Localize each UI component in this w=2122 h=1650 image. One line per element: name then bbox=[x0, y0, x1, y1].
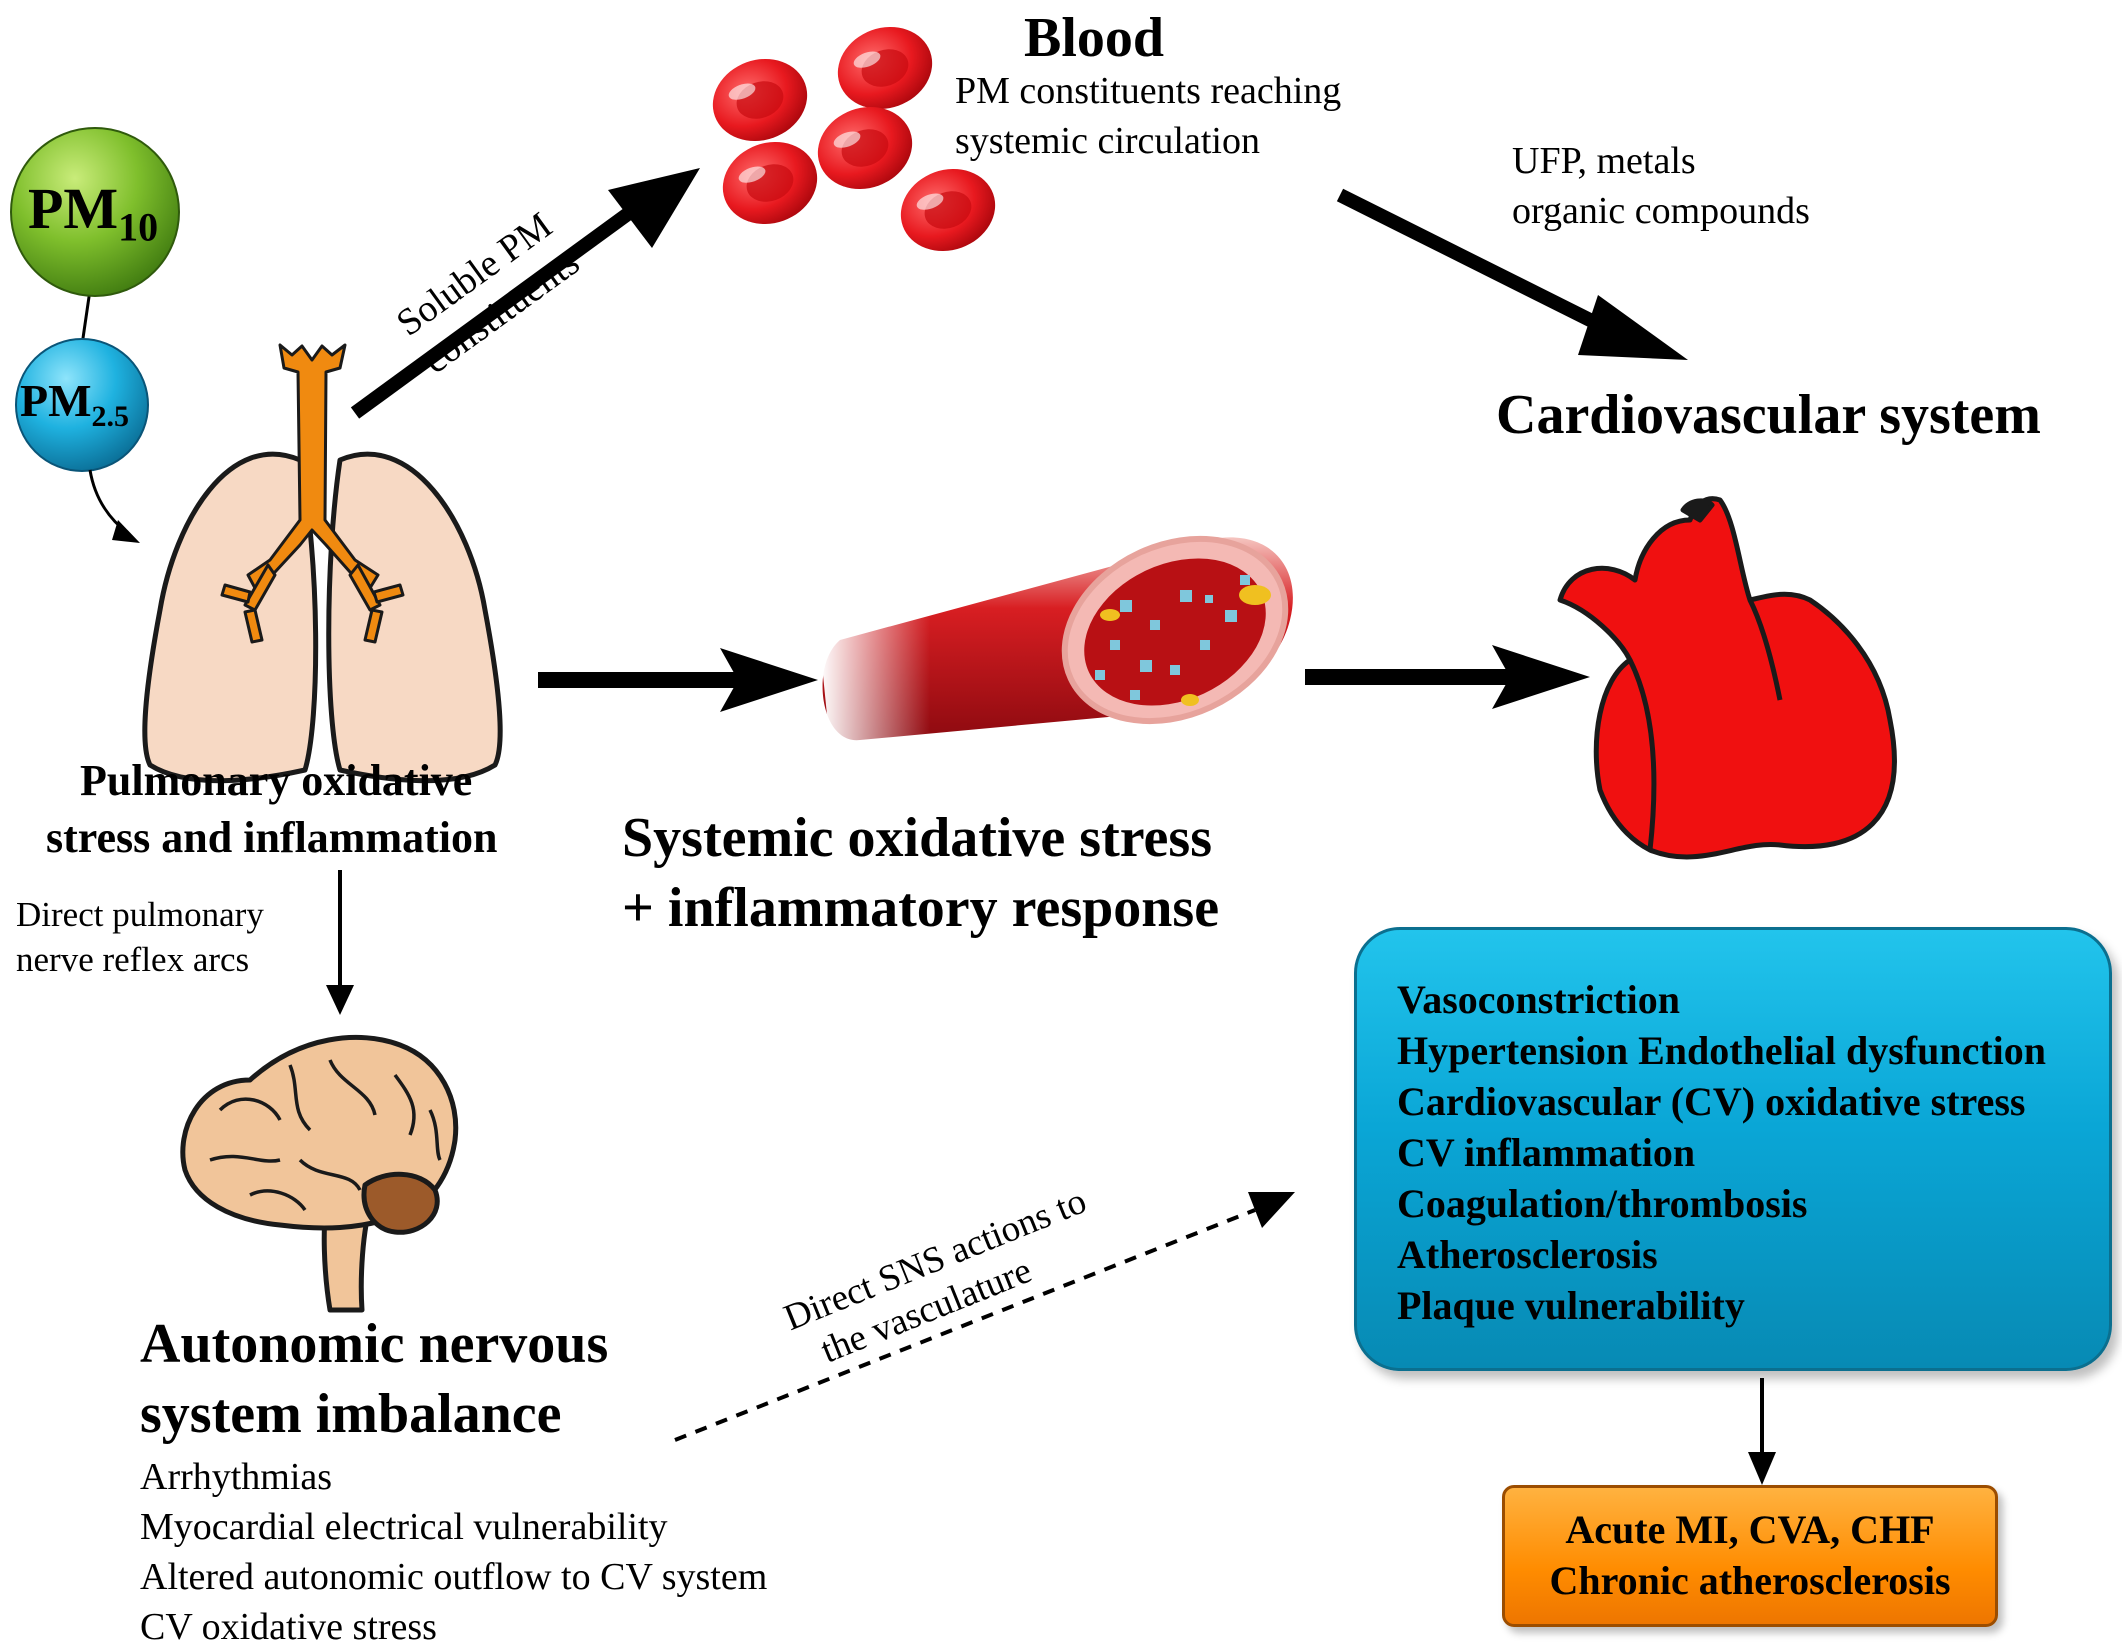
red-blood-cell-icon bbox=[837, 26, 933, 110]
pm25-sub: 2.5 bbox=[91, 400, 130, 434]
autonomic-effect: Myocardial electrical vulnerability bbox=[140, 1506, 668, 1548]
pm10-label: PM10 bbox=[28, 176, 158, 251]
pm25-particle-icon bbox=[15, 338, 149, 472]
blood-desc-line1: PM constituents reaching bbox=[955, 70, 1342, 112]
cv-effects-list: Vasoconstriction Hypertension Endothelia… bbox=[1357, 930, 2109, 1331]
cv-effect-item: Cardiovascular (CV) oxidative stress bbox=[1397, 1079, 2026, 1124]
systemic-line1: Systemic oxidative stress bbox=[622, 807, 1212, 869]
cv-effect-item: Plaque vulnerability bbox=[1397, 1283, 1745, 1328]
pm25-label: PM2.5 bbox=[20, 375, 129, 435]
pm10-particle-icon bbox=[10, 127, 180, 297]
cv-effects-box: Vasoconstriction Hypertension Endothelia… bbox=[1354, 927, 2112, 1371]
cv-effect-item: Coagulation/thrombosis bbox=[1397, 1181, 1808, 1226]
blood-vessel-icon bbox=[820, 535, 1293, 745]
brain-icon bbox=[180, 1034, 459, 1313]
cv-effect-item: Hypertension Endothelial dysfunction bbox=[1397, 1028, 2047, 1073]
cv-effect-item: Vasoconstriction bbox=[1397, 977, 1680, 1022]
red-blood-cell-icon bbox=[817, 106, 913, 190]
cv-effect-item: CV inflammation bbox=[1397, 1130, 1696, 1175]
arrow-blood-to-cardiovascular bbox=[1336, 188, 1624, 342]
arrow-lungs-to-blood bbox=[350, 199, 645, 419]
autonomic-effect: Arrhythmias bbox=[140, 1456, 333, 1498]
cardiovascular-title: Cardiovascular system bbox=[1496, 384, 2041, 446]
lungs-icon bbox=[142, 343, 503, 784]
reflex-line1: Direct pulmonary bbox=[16, 895, 264, 934]
autonomic-title-line2: system imbalance bbox=[140, 1383, 562, 1445]
ufp-line1: UFP, metals bbox=[1512, 140, 1696, 182]
arrows bbox=[326, 168, 1776, 1485]
outcomes-box: Acute MI, CVA, CHF Chronic atheroscleros… bbox=[1502, 1485, 1998, 1627]
heart-icon bbox=[1557, 496, 1897, 860]
cv-effect-item: Atherosclerosis bbox=[1397, 1232, 1658, 1277]
outcome-item: Chronic atherosclerosis bbox=[1549, 1558, 1951, 1603]
reflex-line2: nerve reflex arcs bbox=[16, 940, 250, 979]
ufp-line2: organic compounds bbox=[1512, 190, 1810, 232]
autonomic-effect: CV oxidative stress bbox=[140, 1606, 437, 1648]
pulmonary-line1: Pulmonary oxidative bbox=[80, 756, 473, 805]
pulmonary-line2: stress and inflammation bbox=[46, 813, 498, 862]
autonomic-effect: Altered autonomic outflow to CV system bbox=[140, 1556, 768, 1598]
blood-desc-line2: systemic circulation bbox=[955, 120, 1260, 162]
pm-particles bbox=[10, 127, 180, 543]
red-blood-cell-icon bbox=[722, 141, 818, 225]
pm10-main: PM bbox=[28, 176, 119, 241]
autonomic-title-line1: Autonomic nervous bbox=[140, 1313, 609, 1375]
pm25-main: PM bbox=[20, 375, 92, 426]
blood-title: Blood bbox=[1024, 7, 1165, 69]
pm10-sub: 10 bbox=[118, 204, 159, 250]
red-blood-cell-icon bbox=[712, 58, 808, 142]
systemic-line2: + inflammatory response bbox=[622, 877, 1220, 939]
red-blood-cells bbox=[712, 26, 996, 252]
red-blood-cell-icon bbox=[900, 168, 996, 252]
arrow-sns-dashed bbox=[674, 1208, 1256, 1442]
outcome-item: Acute MI, CVA, CHF bbox=[1565, 1507, 1935, 1552]
